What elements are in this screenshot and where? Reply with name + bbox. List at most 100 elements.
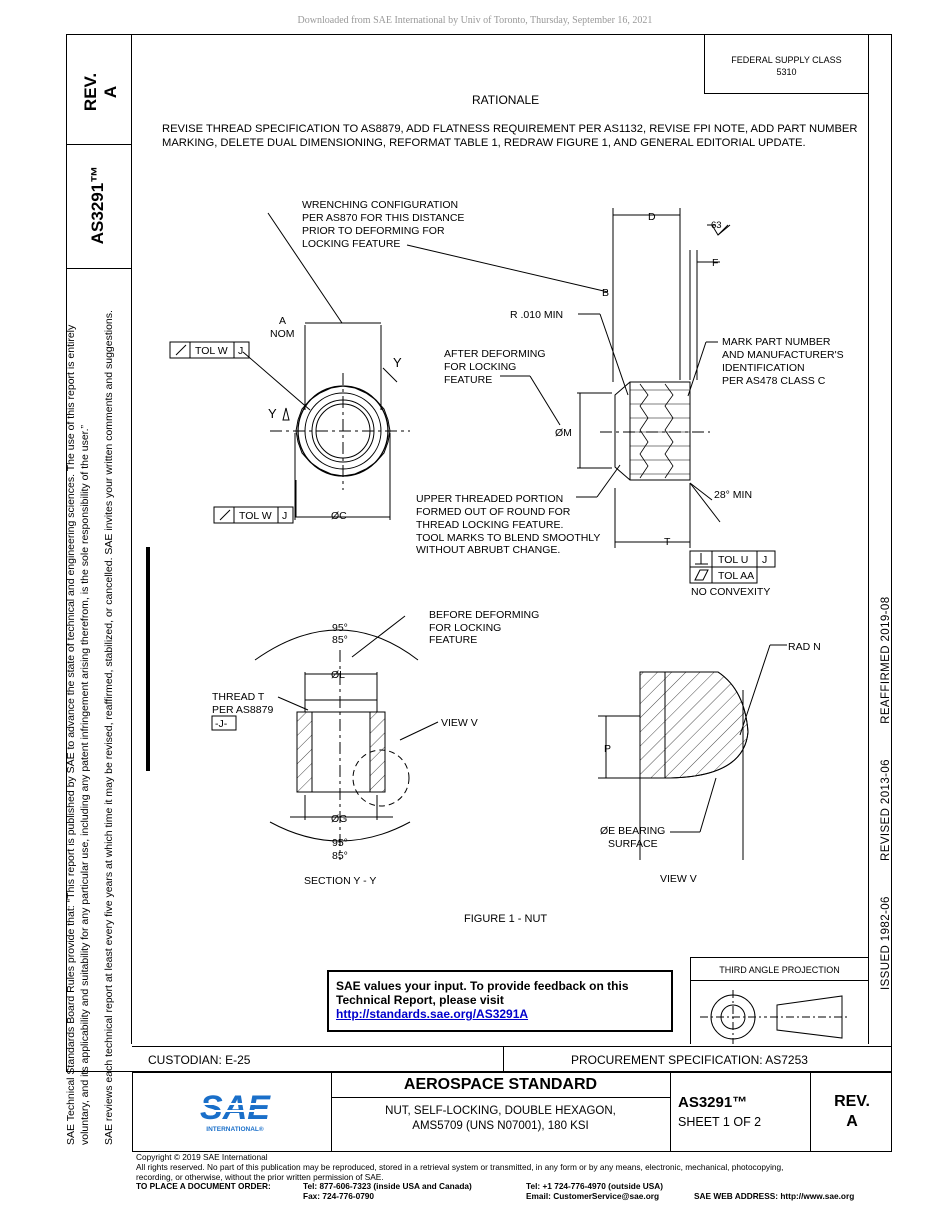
section-view — [254, 615, 439, 860]
label-wrenching-2: PER AS870 FOR THIS DISTANCE — [302, 212, 464, 224]
bottom-row-1 — [132, 1046, 892, 1072]
label-upper-3: THREAD LOCKING FEATURE. — [416, 519, 563, 531]
label-28-min: 28° MIN — [714, 489, 752, 501]
part-title-line1: NUT, SELF-LOCKING, DOUBLE HEXAGON, — [385, 1105, 616, 1117]
rights-line2: recording, or otherwise, without the pri… — [136, 1171, 384, 1182]
label-t: T — [664, 536, 671, 548]
label-wrenching-4: LOCKING FEATURE — [302, 238, 400, 250]
feature-control-frames — [169, 341, 776, 731]
feedback-line2: Technical Report, please visit — [336, 993, 504, 1007]
nut-side-view — [406, 208, 731, 548]
aerospace-standard: AEROSPACE STANDARD — [331, 1072, 670, 1098]
label-before-1: BEFORE DEFORMING — [429, 609, 539, 621]
order-label: TO PLACE A DOCUMENT ORDER: — [136, 1181, 271, 1192]
label-wrenching-3: PRIOR TO DEFORMING FOR — [302, 225, 445, 237]
label-tol-aa: TOL AA — [718, 570, 754, 582]
rationale-text: REVISE THREAD SPECIFICATION TO AS8879, A… — [162, 123, 858, 149]
right-status-column — [868, 34, 892, 1044]
part-title: NUT, SELF-LOCKING, DOUBLE HEXAGON, AMS57… — [331, 1104, 670, 1134]
nut-front-view — [242, 212, 410, 520]
figure-caption: FIGURE 1 - NUT — [464, 913, 548, 925]
label-upper-5: WITHOUT ABRUBT CHANGE. — [416, 544, 560, 556]
divider — [331, 1072, 332, 1152]
label-upper-1: UPPER THREADED PORTION — [416, 493, 563, 505]
feedback-box: SAE values your input. To provide feedba… — [327, 970, 673, 1032]
label-rad-n: RAD N — [788, 641, 821, 653]
label-before-3: FEATURE — [429, 634, 477, 646]
label-no-convexity: NO CONVEXITY — [691, 586, 770, 598]
label-tol-w: TOL W — [195, 345, 228, 357]
label-f: F — [712, 257, 718, 269]
label-85-top: 85° — [332, 634, 348, 646]
download-notice: Downloaded from SAE International by Uni… — [297, 15, 653, 26]
label-ol: ØL — [331, 669, 345, 681]
custodian: CUSTODIAN: E-25 — [148, 1053, 251, 1067]
divider — [503, 1046, 504, 1072]
divider — [66, 144, 132, 145]
document-frame — [66, 34, 892, 1072]
revision-bar — [146, 547, 150, 771]
divider — [66, 268, 132, 269]
divider — [810, 1072, 811, 1152]
tel-outside: Tel: +1 724-776-4970 (outside USA) — [526, 1181, 664, 1192]
label-nom: NOM — [270, 328, 295, 340]
label-view-v-callout: VIEW V — [441, 717, 478, 729]
third-angle-symbol — [700, 990, 850, 1044]
label-85-bottom: 85° — [332, 850, 348, 862]
rights-line1: All rights reserved. No part of this pub… — [136, 1161, 784, 1172]
label-j-2: J — [282, 510, 287, 522]
label-wrenching-1: WRENCHING CONFIGURATION — [302, 199, 458, 211]
label-view-v: VIEW V — [660, 873, 697, 885]
fsc-line2: 5310 — [776, 67, 797, 77]
label-after-2: FOR LOCKING — [444, 361, 516, 373]
email: Email: CustomerService@sae.org — [526, 1191, 660, 1202]
label-roughness: 63 — [711, 220, 722, 231]
view-v — [598, 644, 787, 860]
label-j: J — [238, 345, 243, 357]
rev-label: REV. — [834, 1093, 870, 1110]
label-95-bottom: 95° — [332, 837, 348, 849]
label-95-top: 95° — [332, 622, 348, 634]
label-after-3: FEATURE — [444, 374, 492, 386]
feedback-link[interactable]: http://standards.sae.org/AS3291A — [336, 1007, 529, 1021]
rev-value: A — [846, 1113, 858, 1130]
label-datum-j: -J- — [215, 718, 228, 730]
label-d: D — [648, 211, 656, 223]
footer: Copyright © 2019 SAE International All r… — [136, 1152, 896, 1202]
label-r-min: R .010 MIN — [510, 309, 563, 321]
label-om: ØM — [555, 427, 572, 439]
label-oe-1: ØE BEARING — [600, 825, 665, 837]
revision: REV. A — [812, 1092, 892, 1132]
procurement-spec: PROCUREMENT SPECIFICATION: AS7253 — [571, 1053, 808, 1067]
label-j-3: J — [762, 554, 767, 566]
label-mark-1: MARK PART NUMBER — [722, 336, 831, 348]
svg-text:SAE: SAE — [200, 1089, 271, 1127]
label-before-2: FOR LOCKING — [429, 622, 501, 634]
label-y-left: Y — [268, 406, 277, 421]
svg-text:INTERNATIONAL®: INTERNATIONAL® — [206, 1125, 264, 1133]
feedback-line1: SAE values your input. To provide feedba… — [336, 979, 629, 993]
label-tol-w-2: TOL W — [239, 510, 272, 522]
label-b: B — [602, 287, 609, 299]
label-section-yy: SECTION Y - Y — [304, 875, 376, 887]
sheet-number: SHEET 1 OF 2 — [678, 1115, 762, 1129]
label-as8879: PER AS8879 — [212, 704, 273, 716]
tel-usa: Tel: 877-606-7323 (inside USA and Canada… — [303, 1181, 472, 1192]
label-tol-u: TOL U — [718, 554, 748, 566]
federal-supply-class: FEDERAL SUPPLY CLASS 5310 — [704, 34, 868, 94]
label-og: ØG — [331, 813, 347, 825]
third-angle-title: THIRD ANGLE PROJECTION — [691, 958, 868, 981]
fsc-line1: FEDERAL SUPPLY CLASS — [731, 55, 842, 65]
label-mark-2: AND MANUFACTURER'S — [722, 349, 844, 361]
divider — [670, 1072, 671, 1152]
label-oe-2: SURFACE — [608, 838, 658, 850]
label-oc: ØC — [331, 510, 347, 522]
label-after-1: AFTER DEFORMING — [444, 348, 546, 360]
copyright: Copyright © 2019 SAE International — [136, 1152, 268, 1162]
web-address: SAE WEB ADDRESS: http://www.sae.org — [694, 1191, 855, 1202]
label-upper-4: TOOL MARKS TO BLEND SMOOTHLY — [416, 532, 600, 544]
label-mark-4: PER AS478 CLASS C — [722, 375, 826, 387]
third-angle-box: THIRD ANGLE PROJECTION — [690, 957, 868, 1044]
title-block — [132, 1072, 892, 1152]
